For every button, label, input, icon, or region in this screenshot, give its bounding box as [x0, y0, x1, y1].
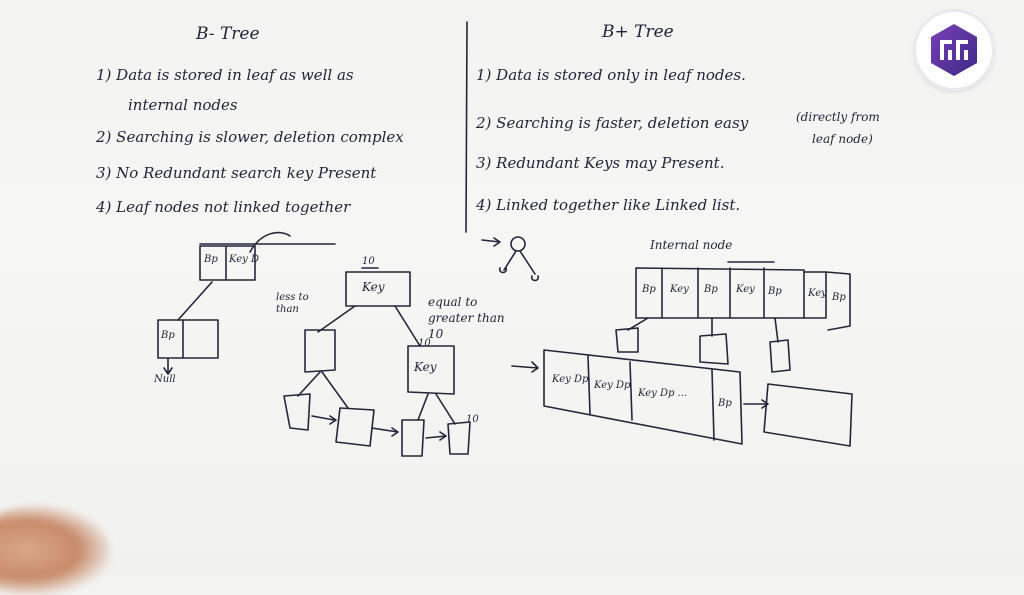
internal-cell-1: Bp	[642, 284, 656, 295]
leaf-1	[283, 393, 311, 431]
leaf-cell-3: Key Dp ...	[638, 388, 688, 399]
board-drawings	[157, 21, 853, 457]
null-label: Null	[154, 374, 176, 385]
bplus-point-2-note-2: leaf node)	[812, 132, 873, 146]
btree-point-1-cont: internal nodes	[128, 96, 238, 114]
bplus-point-1: 1) Data is stored only in leaf nodes.	[476, 66, 746, 84]
bplus-point-2: 2) Searching is faster, deletion easy	[476, 114, 749, 132]
internal-cell-4: Key	[736, 284, 755, 295]
bplus-point-4: 4) Linked together like Linked list.	[476, 196, 741, 214]
leaf-cell-2: Key Dp	[594, 380, 631, 391]
internal-cell-3: Bp	[704, 284, 718, 295]
root-key-label: Key	[362, 280, 385, 294]
btree-point-3: 3) No Redundant search key Present	[96, 164, 377, 182]
btree-point-2: 2) Searching is slower, deletion complex	[96, 128, 404, 146]
internal-node-label: Internal node	[650, 238, 733, 252]
channel-logo	[916, 12, 992, 88]
less-than-label: less to than	[276, 292, 309, 315]
btree-point-4: 4) Leaf nodes not linked together	[96, 198, 351, 216]
internal-cell-5: Bp	[768, 286, 782, 297]
btree-child-bp: Bp	[161, 330, 175, 341]
internal-cell-2: Key	[670, 284, 689, 295]
bplus-tree-title: B+ Tree	[602, 22, 674, 42]
middle-root-node	[345, 271, 411, 307]
next-leaf-node	[763, 383, 853, 447]
btree-root-bp: Bp	[204, 254, 218, 265]
right-child-ten: 10	[418, 338, 431, 349]
internal-cell-7: Bp	[832, 292, 846, 303]
leaf-ten: 10	[466, 414, 479, 425]
bplus-point-3: 3) Redundant Keys may Present.	[476, 154, 725, 172]
logo-icon	[931, 24, 977, 76]
right-child-key: Key	[414, 360, 437, 374]
leaf-2	[335, 407, 375, 447]
middle-left-node	[304, 329, 336, 373]
leaf-row-bp: Bp	[718, 398, 732, 409]
root-ten-label: 10	[362, 256, 375, 267]
divider-line	[465, 21, 468, 233]
internal-cell-6: Key	[808, 288, 827, 299]
bplus-point-2-note-1: (directly from	[796, 110, 880, 124]
equal-greater-label: equal to greater than 10	[428, 295, 505, 341]
middle-right-node	[407, 345, 455, 395]
btree-point-1: 1) Data is stored in leaf as well as	[96, 66, 354, 84]
btree-root-key: Key D	[229, 254, 259, 265]
btree-child-node	[157, 319, 219, 359]
btree-root-node	[199, 243, 336, 281]
leaf-cell-1: Key Dp	[552, 374, 589, 385]
btree-title: B- Tree	[196, 24, 260, 44]
leaf-4	[447, 421, 471, 455]
leaf-3	[401, 419, 425, 457]
leaf-row-node	[543, 349, 743, 445]
